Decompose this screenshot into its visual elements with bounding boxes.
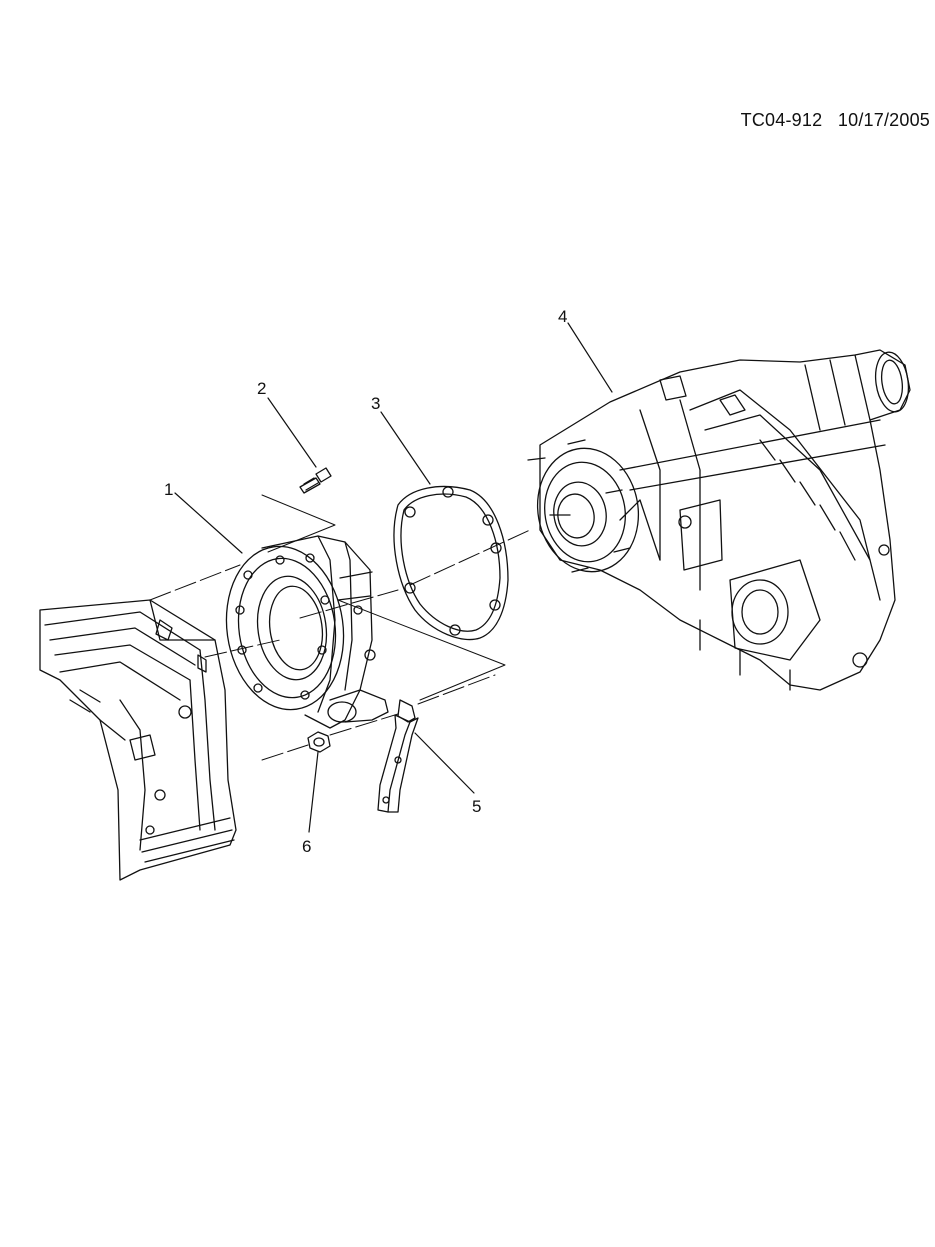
gasket-drawing (393, 485, 509, 641)
callout-2: 2 (257, 379, 267, 398)
bolt-guide-lines (261, 494, 506, 701)
adapter-housing-drawing (225, 535, 389, 729)
nut-drawing (307, 731, 331, 753)
alignment-lines (149, 529, 531, 761)
drawing-date: 10/17/2005 (837, 110, 930, 130)
transmission-housing (39, 599, 237, 881)
drawing-reference: TC04-912 10/17/2005 (690, 110, 930, 131)
bracket-drawing (377, 699, 419, 813)
transfer-case-drawing (527, 349, 911, 691)
callout-6: 6 (302, 837, 312, 856)
bolt-drawing (299, 467, 332, 494)
callout-3: 3 (371, 394, 381, 413)
drawing-code: TC04-912 (740, 110, 823, 130)
callout-5: 5 (472, 797, 482, 816)
callout-1: 1 (164, 480, 174, 499)
leader-lines (174, 322, 613, 833)
callout-4: 4 (558, 307, 568, 326)
